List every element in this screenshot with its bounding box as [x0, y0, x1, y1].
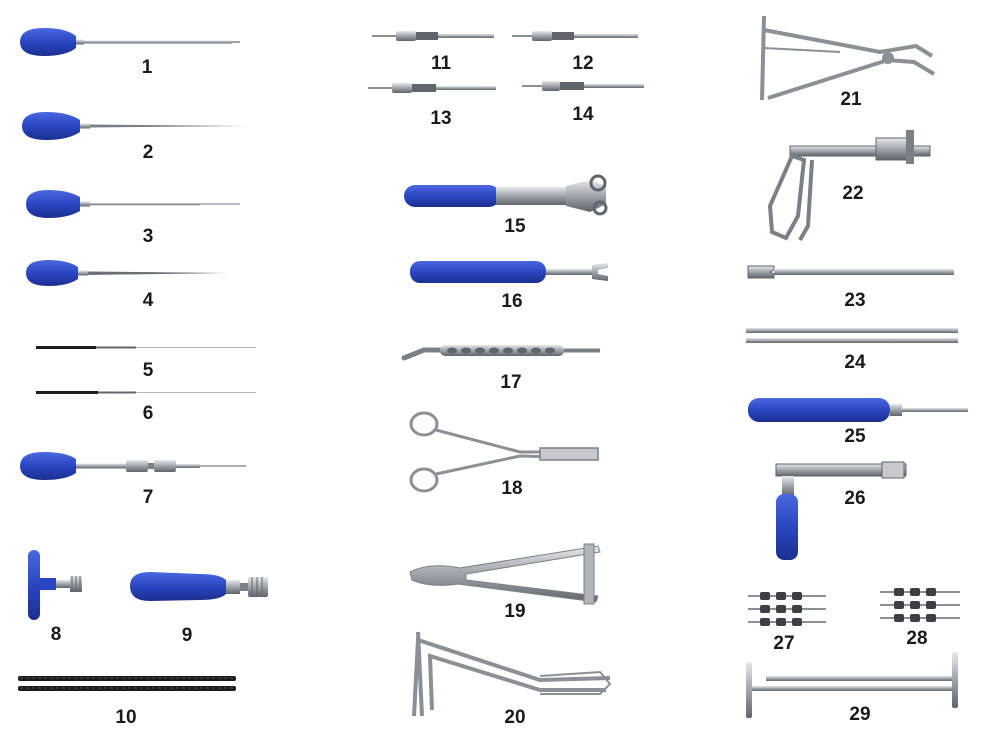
label-26: 26	[844, 488, 866, 509]
label-27: 27	[773, 633, 795, 654]
label-22: 22	[842, 183, 864, 204]
instrument-3-awl	[26, 190, 240, 218]
label-18: 18	[501, 478, 523, 499]
label-10: 10	[115, 707, 137, 728]
label-15: 15	[504, 216, 526, 237]
instrument-2-awl	[22, 112, 248, 140]
label-13: 13	[430, 108, 452, 129]
instrument-24-bending-irons	[746, 328, 958, 343]
label-16: 16	[501, 291, 523, 312]
label-11: 11	[430, 53, 452, 74]
label-28: 28	[906, 628, 928, 649]
instrument-6-guide-wire	[36, 391, 256, 394]
label-17: 17	[500, 372, 522, 393]
label-1: 1	[141, 57, 153, 78]
label-19: 19	[504, 601, 526, 622]
instrument-20-distractor-pliers	[412, 631, 612, 717]
instrument-23-rod-bender	[747, 265, 954, 279]
label-2: 2	[142, 142, 154, 163]
instrument-16-fork-pusher	[410, 261, 608, 283]
label-4: 4	[142, 290, 154, 311]
instrument-8-t-handle	[28, 550, 82, 620]
label-7: 7	[142, 487, 154, 508]
label-21: 21	[840, 89, 862, 110]
label-8: 8	[50, 624, 62, 645]
instrument-22-rod-reducer-gun	[767, 130, 931, 241]
label-9: 9	[181, 625, 193, 646]
label-5: 5	[142, 360, 154, 381]
label-23: 23	[844, 290, 866, 311]
instrument-19-rod-holder-pliers	[409, 543, 601, 605]
label-25: 25	[844, 426, 866, 447]
instrument-26-l-handle-wrench	[775, 461, 907, 560]
instrument-18-ring-forceps	[409, 411, 599, 493]
label-29: 29	[849, 704, 871, 725]
instrument-1-awl	[20, 28, 240, 56]
instrument-25-screwdriver	[748, 398, 968, 422]
label-12: 12	[572, 53, 594, 74]
label-14: 14	[572, 104, 594, 125]
instrument-27-nut-drivers	[748, 592, 826, 626]
instrument-17-bone-elevator	[401, 345, 600, 361]
instrument-7-awl-coupling	[20, 452, 246, 480]
label-24: 24	[844, 352, 866, 373]
instrument-12-screw-extender	[512, 31, 638, 41]
instrument-21-rod-cutter	[760, 15, 936, 101]
label-20: 20	[504, 707, 526, 728]
instrument-13-screw-extender	[368, 83, 496, 93]
instrument-15-socket-wrench	[404, 174, 608, 216]
instrument-11-screw-extender	[372, 31, 494, 41]
instrument-29-t-bar-benders	[746, 652, 958, 718]
instrument-10-flexible-rods	[18, 676, 236, 691]
instrument-9-ratchet-handle	[130, 572, 268, 601]
instrument-4-awl	[26, 260, 228, 286]
label-6: 6	[142, 403, 154, 424]
label-3: 3	[142, 226, 154, 247]
instrument-5-guide-wire	[36, 346, 256, 349]
instrument-28-nut-drivers	[880, 588, 960, 622]
instrument-14-screw-extender	[522, 81, 644, 91]
